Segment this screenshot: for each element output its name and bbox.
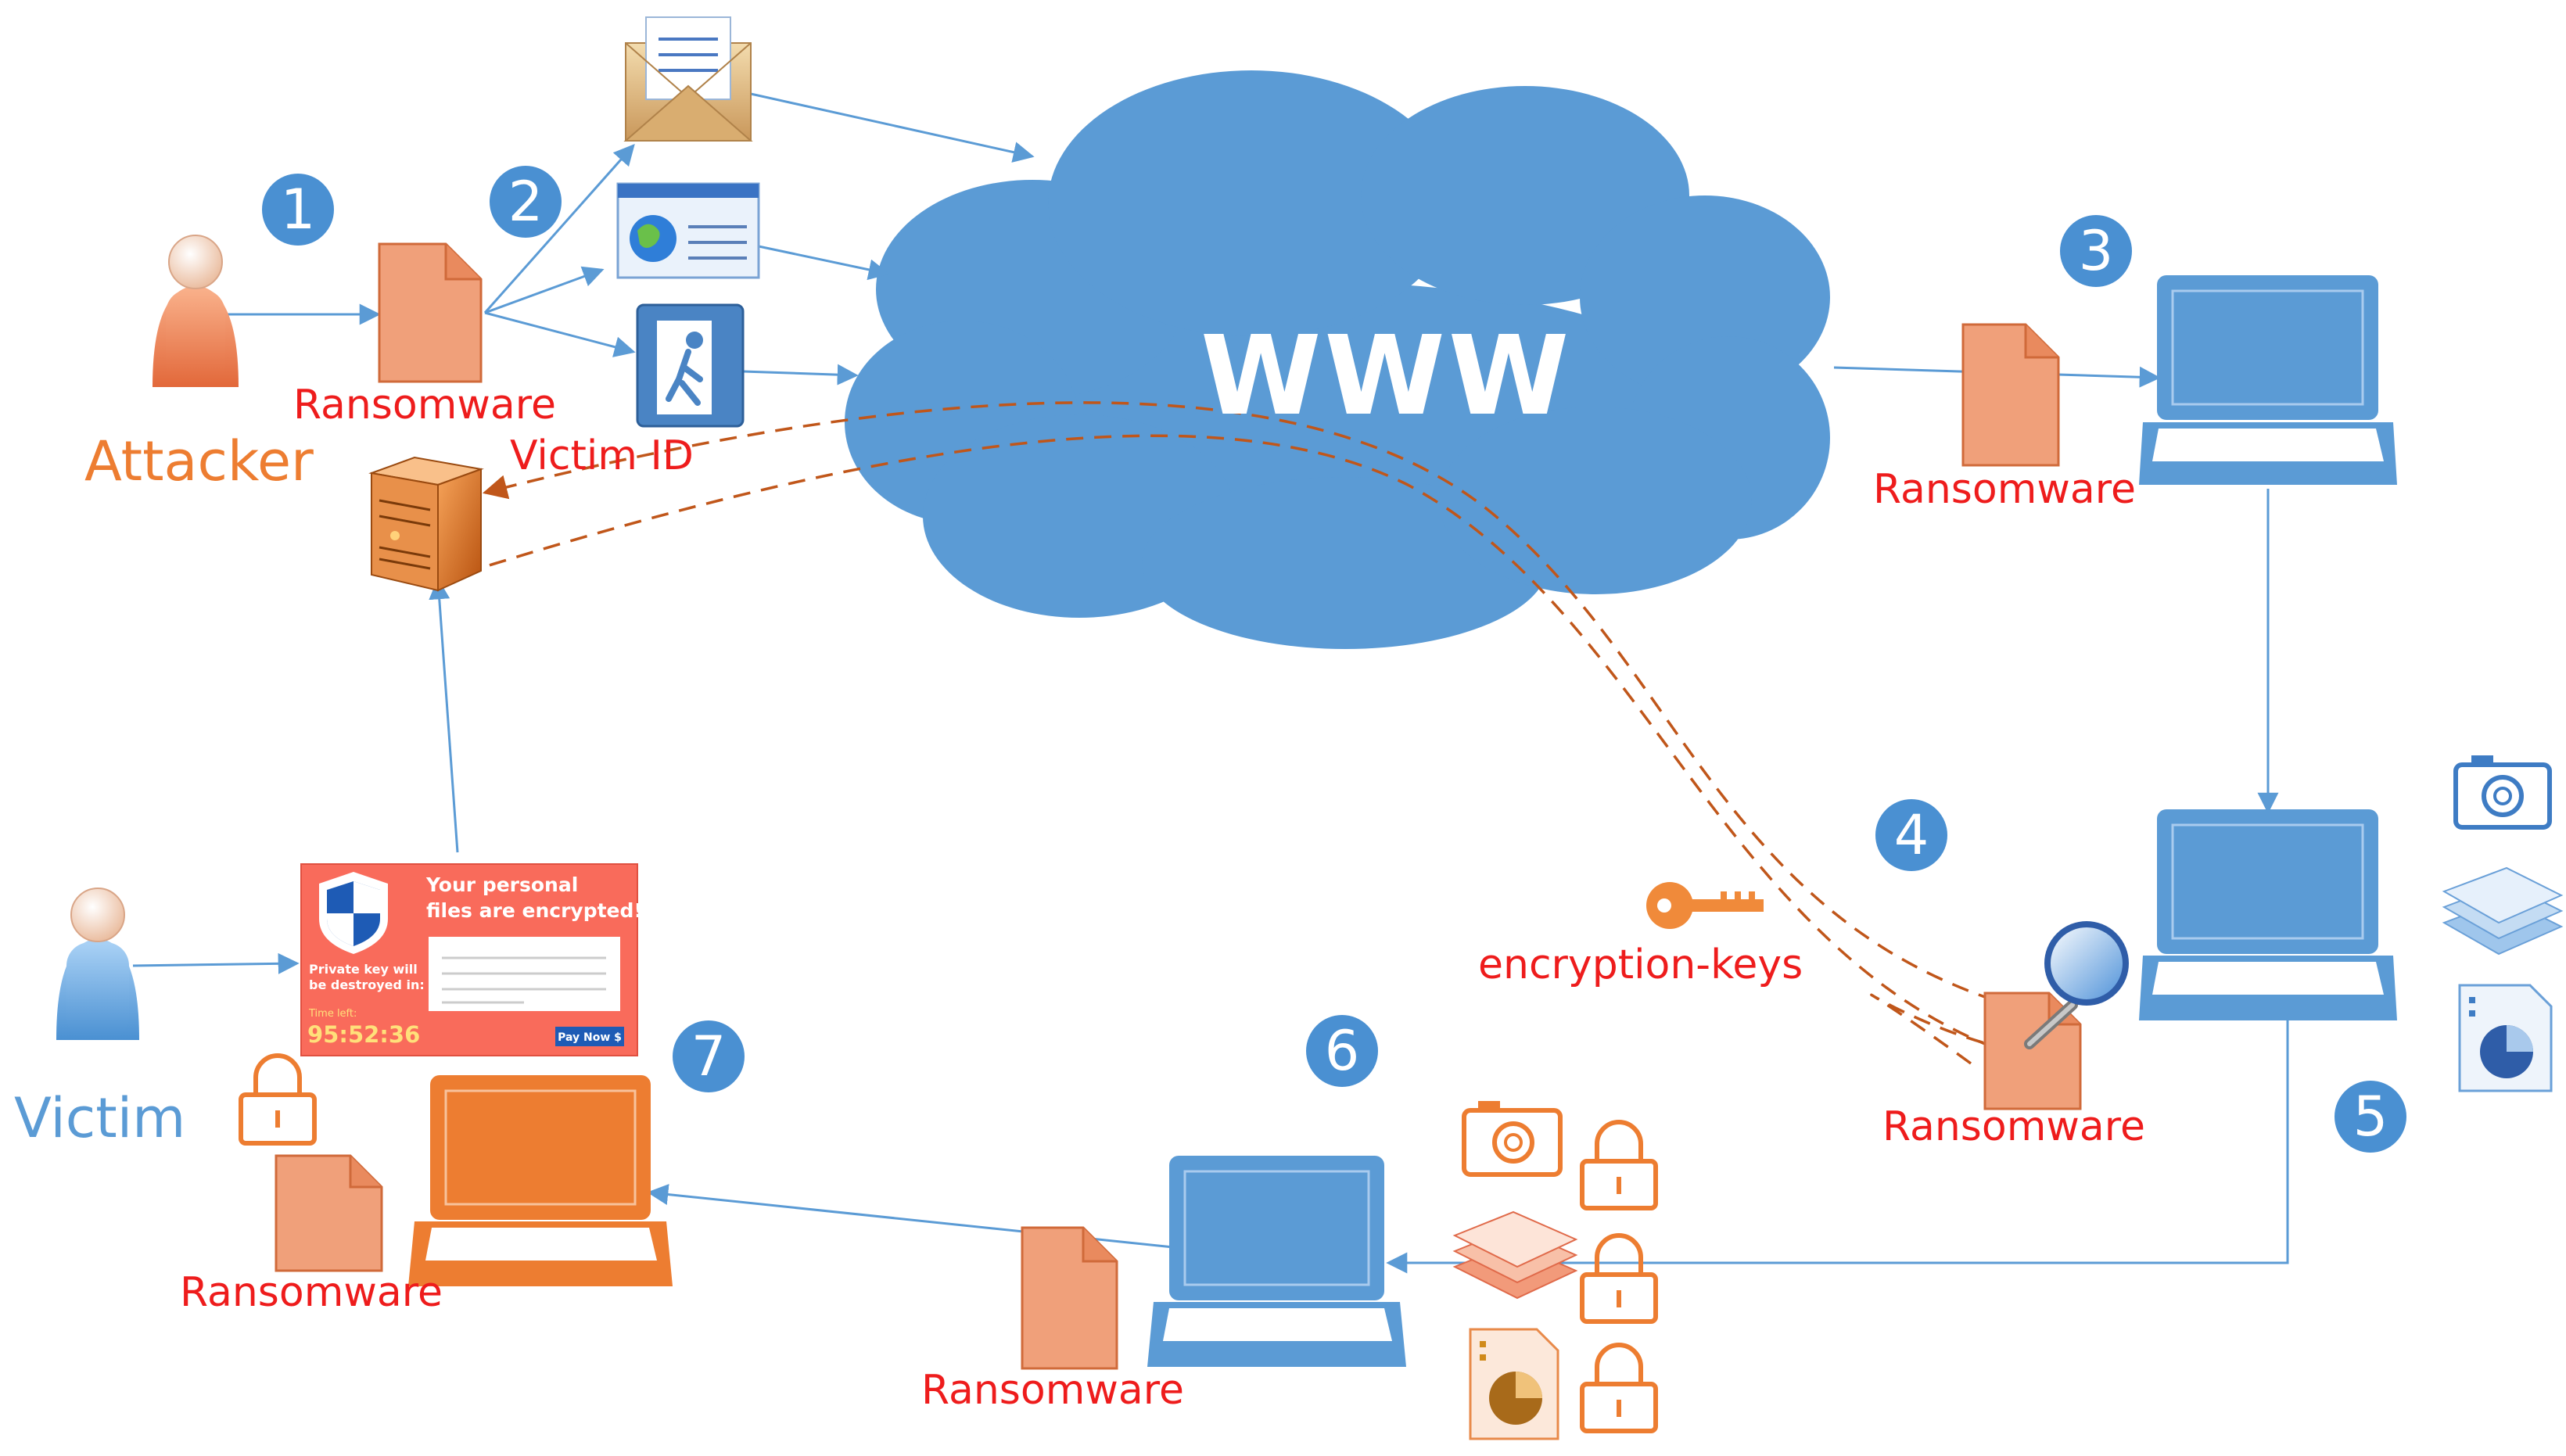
step-6-badge: 6 bbox=[1306, 1015, 1378, 1087]
laptop-icon bbox=[2139, 275, 2397, 485]
pay-now-button bbox=[555, 1027, 624, 1046]
laptop-icon bbox=[1147, 1156, 1406, 1367]
ransomware-file-icon bbox=[1021, 1226, 1118, 1370]
note-warning-1: Private key will bbox=[309, 962, 418, 977]
camera-icon bbox=[2453, 755, 2552, 830]
internet-cloud bbox=[845, 70, 1830, 649]
shield-icon bbox=[319, 872, 388, 954]
ransomware-label: Ransomware bbox=[921, 1367, 1184, 1414]
dashed-key-arrows bbox=[433, 401, 2022, 1065]
ransomware-label: Ransomware bbox=[293, 382, 556, 429]
camera-icon bbox=[1462, 1101, 1563, 1177]
victim-label: Victim bbox=[14, 1086, 186, 1150]
key-icon bbox=[1646, 882, 1764, 929]
note-headline-2: files are encrypted! bbox=[426, 899, 643, 922]
padlock-icon bbox=[1580, 1233, 1658, 1324]
pie-chart-document-icon bbox=[1469, 1328, 1559, 1440]
ransomware-file-icon bbox=[378, 242, 483, 383]
note-headline-1: Your personal bbox=[425, 873, 578, 896]
magnifier-icon bbox=[2024, 921, 2129, 1049]
ransom-note-window: Your personal files are encrypted! Priva… bbox=[300, 863, 643, 1056]
ransomware-label: Ransomware bbox=[180, 1269, 443, 1316]
laptop-icon bbox=[2139, 809, 2397, 1020]
ransomware-label: Ransomware bbox=[1873, 466, 2136, 513]
padlock-icon bbox=[239, 1053, 317, 1146]
documents-stack-icon bbox=[1452, 1210, 1578, 1300]
step-2-badge: 2 bbox=[490, 166, 562, 238]
server-icon bbox=[368, 456, 484, 592]
flow-arrows bbox=[132, 92, 2289, 1274]
documents-stack-icon bbox=[2442, 866, 2564, 956]
note-warning-2: be destroyed in: bbox=[309, 977, 425, 992]
encryption-keys-label: encryption-keys bbox=[1478, 941, 1803, 988]
browser-window-icon bbox=[616, 182, 760, 279]
victim-id-label: Victim ID bbox=[510, 432, 694, 479]
pay-now-label: Pay Now $ bbox=[558, 1031, 622, 1044]
note-time-left-label: Time left: bbox=[308, 1008, 357, 1020]
padlock-icon bbox=[1580, 1120, 1658, 1210]
attacker-label: Attacker bbox=[84, 429, 314, 493]
step-4-badge: 4 bbox=[1875, 799, 1947, 871]
step-7-badge: 7 bbox=[673, 1020, 745, 1092]
ransomware-file-icon bbox=[275, 1154, 383, 1272]
note-timer: 95:52:36 bbox=[307, 1021, 420, 1048]
step-3-badge: 3 bbox=[2060, 215, 2132, 287]
cloud-label: WWW bbox=[1200, 313, 1573, 440]
laptop-icon bbox=[408, 1075, 673, 1286]
step-5-badge: 5 bbox=[2335, 1081, 2406, 1153]
pie-chart-document-icon bbox=[2458, 984, 2553, 1092]
padlock-icon bbox=[1580, 1343, 1658, 1433]
step-1-badge: 1 bbox=[262, 174, 334, 246]
ransomware-label: Ransomware bbox=[1882, 1103, 2145, 1150]
envelope-icon bbox=[623, 16, 753, 142]
victim-person-icon bbox=[56, 888, 139, 1040]
ransomware-file-icon bbox=[1961, 323, 2060, 467]
attacker-person-icon bbox=[153, 235, 239, 387]
exit-door-icon bbox=[636, 303, 745, 428]
